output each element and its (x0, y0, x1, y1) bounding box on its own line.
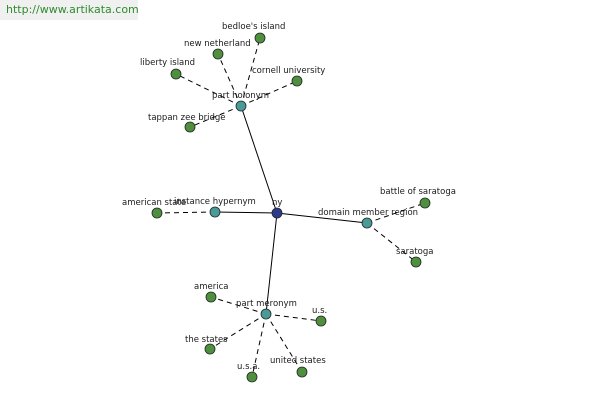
leaf-node-liberty-island[interactable] (170, 68, 182, 80)
edge-part-meronym-united-states (265, 313, 303, 373)
relation-label-part-holonym: part holonym (212, 91, 269, 101)
nodes-layer (151, 32, 431, 383)
leaf-label-u-s-a: u.s.a. (237, 362, 260, 372)
edge-domain-member-region-saratoga (366, 222, 417, 263)
edge-instance-hypernym (214, 211, 278, 214)
leaf-node-bedloe-s-island[interactable] (254, 32, 266, 44)
relation-node-domain-member-region[interactable] (361, 217, 373, 229)
edge-part-holonym-cornell-university (240, 80, 298, 107)
edge-instance-hypernym-american-state (156, 211, 216, 214)
edge-part-holonym-new-netherland (217, 53, 242, 107)
edge-part-holonym-tappan-zee-bridge (189, 105, 242, 128)
leaf-label-battle-of-saratoga: battle of saratoga (380, 187, 456, 197)
leaf-node-united-states[interactable] (296, 366, 308, 378)
relation-node-part-holonym[interactable] (235, 100, 247, 112)
edge-part-meronym-u-s-a (251, 313, 267, 378)
edges-layer (156, 37, 426, 378)
leaf-node-u-s-a[interactable] (246, 371, 258, 383)
leaf-node-tappan-zee-bridge[interactable] (184, 121, 196, 133)
relation-label-domain-member-region: domain member region (318, 208, 418, 218)
edge-part-holonym-bedloe-s-island (240, 37, 261, 107)
leaf-label-u-s: u.s. (312, 306, 327, 316)
leaf-label-liberty-island: liberty island (140, 58, 195, 68)
leaf-node-saratoga[interactable] (410, 256, 422, 268)
leaf-node-america[interactable] (205, 291, 217, 303)
leaf-label-tappan-zee-bridge: tappan zee bridge (148, 113, 226, 123)
center-node-ny[interactable] (271, 207, 283, 219)
edge-part-meronym-america (210, 296, 267, 315)
leaf-label-united-states: united states (270, 356, 326, 366)
leaf-label-american-state: american state (122, 198, 186, 208)
edge-part-meronym-the-states (209, 313, 267, 350)
leaf-label-bedloe-s-island: bedloe's island (222, 22, 285, 32)
edge-domain-member-region (276, 212, 368, 224)
leaf-node-american-state[interactable] (151, 207, 163, 219)
leaf-node-new-netherland[interactable] (212, 48, 224, 60)
leaf-label-saratoga: saratoga (396, 247, 433, 257)
leaf-node-the-states[interactable] (204, 343, 216, 355)
edge-part-holonym-liberty-island (175, 73, 242, 107)
edge-part-meronym (265, 212, 278, 315)
relation-label-part-meronym: part meronym (236, 299, 297, 309)
labels-layer: bedloe's island new netherland liberty isl… (122, 22, 456, 372)
edge-part-meronym-u-s (265, 313, 322, 322)
leaf-label-new-netherland: new netherland (184, 39, 251, 49)
leaf-label-the-states: the states (185, 335, 228, 345)
leaf-node-battle-of-saratoga[interactable] (419, 197, 431, 209)
leaf-node-u-s[interactable] (315, 315, 327, 327)
edge-domain-member-region-battle-of-saratoga (366, 202, 426, 224)
relation-node-instance-hypernym[interactable] (209, 206, 221, 218)
leaf-label-america: america (194, 282, 228, 292)
relation-node-part-meronym[interactable] (260, 308, 272, 320)
leaf-label-cornell-university: cornell university (252, 66, 325, 76)
relation-label-instance-hypernym: instance hypernym (174, 197, 256, 207)
watermark-url[interactable]: http://www.artikata.com (0, 0, 139, 20)
center-label-ny: ny (272, 198, 282, 208)
leaf-node-cornell-university[interactable] (291, 75, 303, 87)
edge-part-holonym (240, 105, 278, 214)
